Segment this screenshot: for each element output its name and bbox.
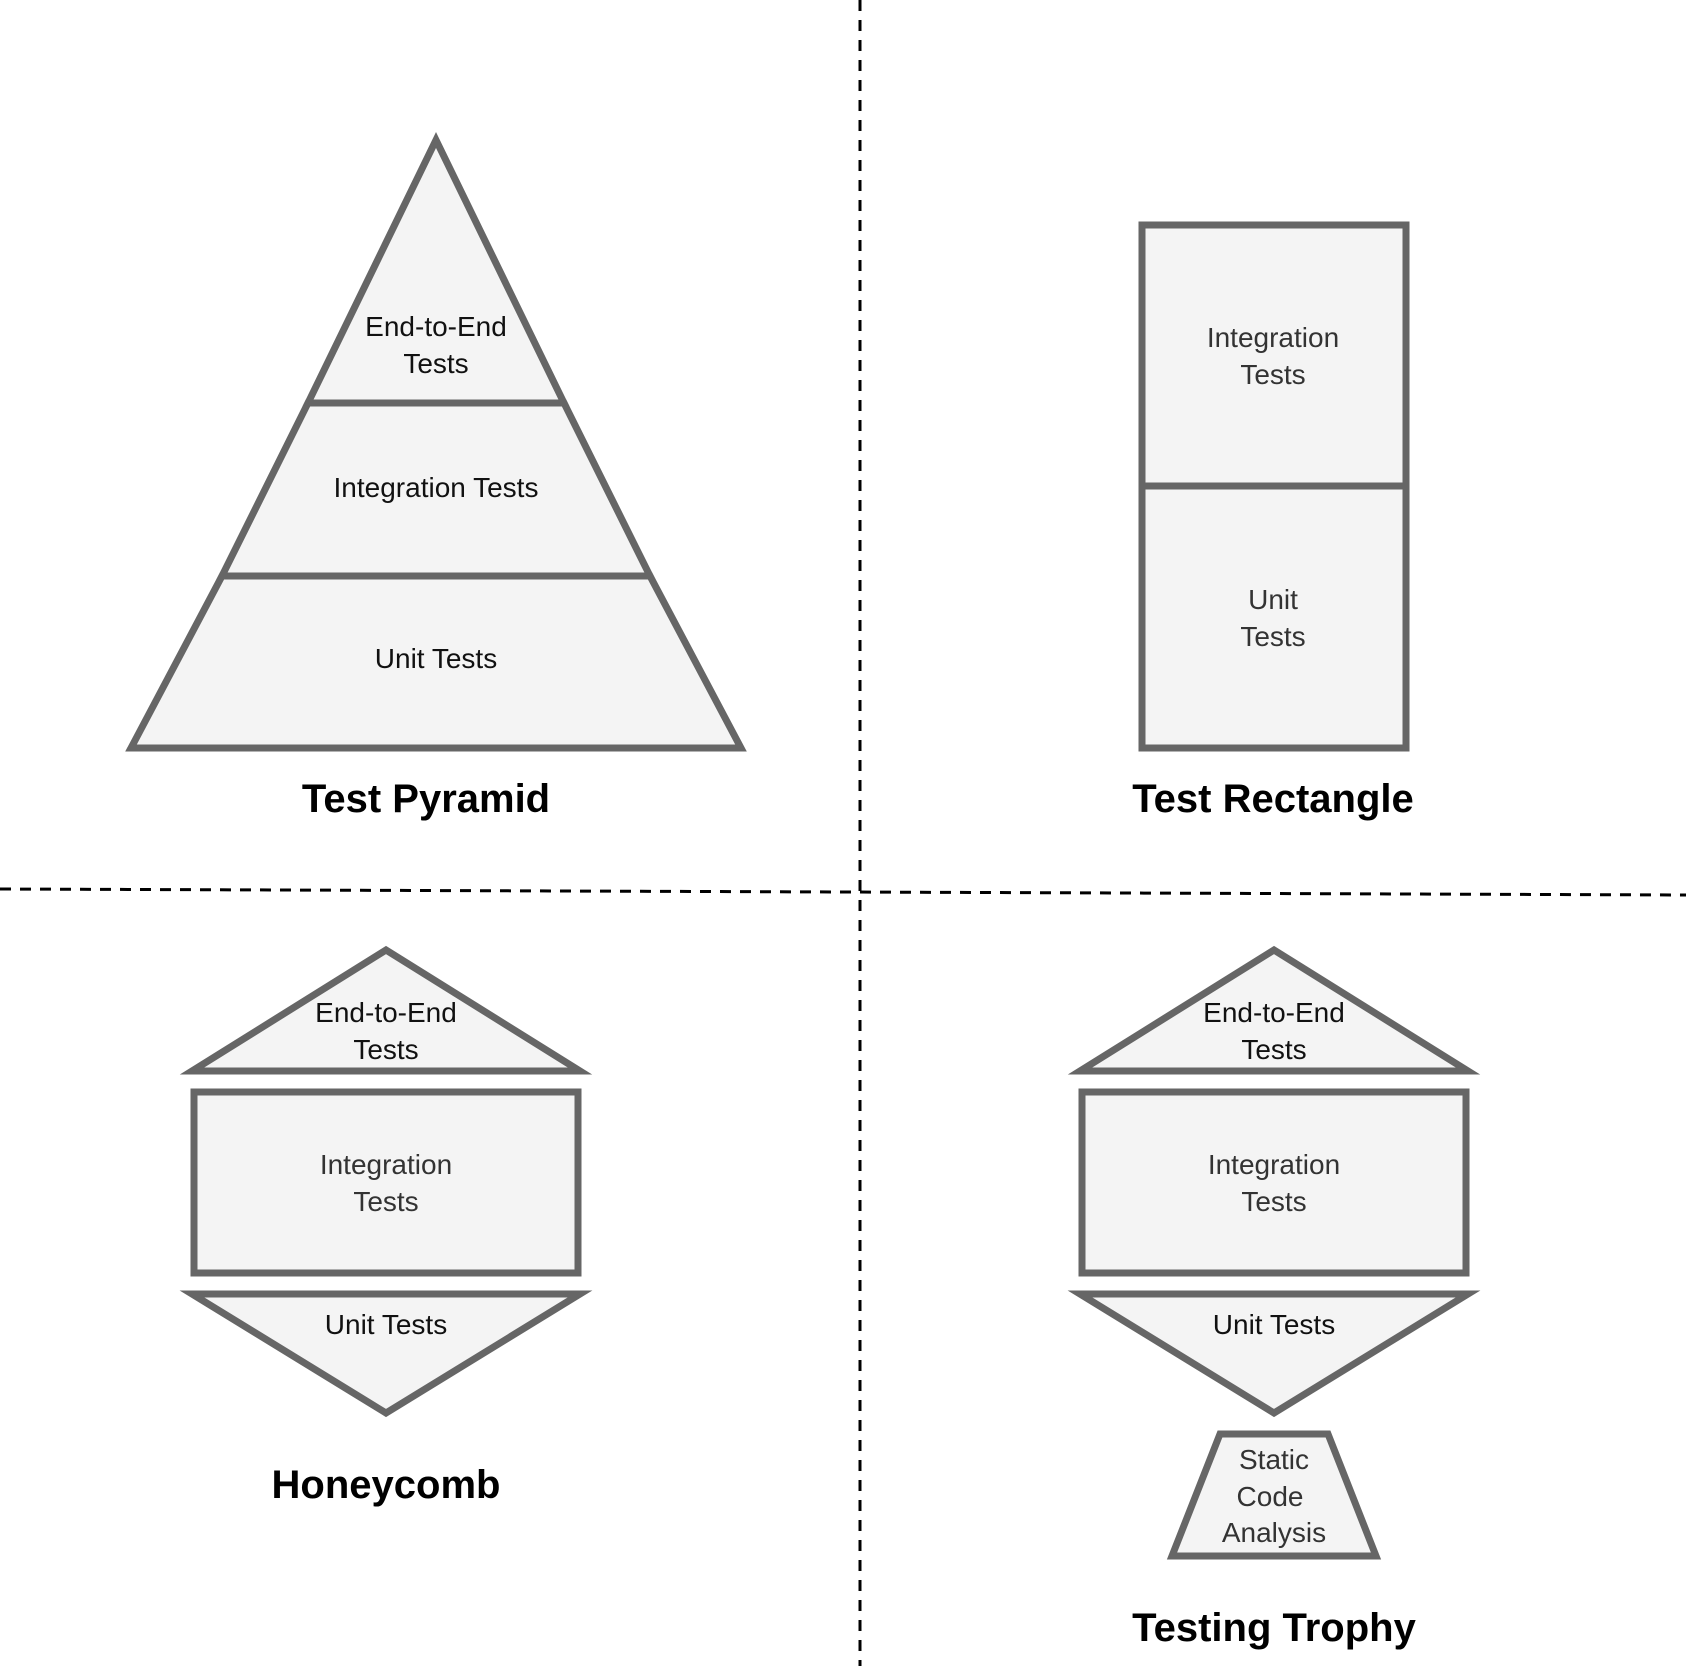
horizontal-divider [0, 887, 1686, 897]
trophy-e2e-label-line1: End-to-End [1203, 997, 1345, 1028]
honeycomb-unit-label: Unit Tests [325, 1309, 447, 1340]
honeycomb-e2e-label-line1: End-to-End [315, 997, 457, 1028]
trophy-e2e-label-line2: Tests [1241, 1034, 1306, 1065]
pyramid-unit-layer [125, 572, 747, 752]
honeycomb-e2e-label-line2: Tests [353, 1034, 418, 1065]
honeycomb-integration-label-line1: Integration [320, 1149, 452, 1180]
rectangle-integration-block [1138, 221, 1410, 490]
rectangle-integration-label-line2: Tests [1240, 359, 1305, 390]
trophy-static-label-line3: Analysis [1222, 1517, 1326, 1548]
honeycomb-title: Honeycomb [272, 1463, 501, 1507]
pyramid-integration-label: Integration Tests [334, 472, 539, 503]
honeycomb-e2e-triangle [179, 945, 593, 1075]
rectangle-unit-block [1138, 482, 1410, 752]
pyramid-unit-label: Unit Tests [375, 643, 497, 674]
trophy-e2e-triangle [1067, 945, 1481, 1075]
rectangle-unit-label-line2: Tests [1240, 621, 1305, 652]
trophy-static-label-line1: Static [1239, 1444, 1309, 1475]
honeycomb-integration-label-line2: Tests [353, 1186, 418, 1217]
honeycomb-integration-block [190, 1088, 582, 1277]
trophy-static-analysis-base [1166, 1430, 1382, 1560]
honeycomb: End-to-End Tests Integration Tests Unit … [179, 945, 593, 1507]
testing-trophy: End-to-End Tests Integration Tests Unit … [1067, 945, 1481, 1650]
pyramid-title: Test Pyramid [302, 777, 550, 821]
rectangle-unit-label-line1: Unit [1248, 584, 1298, 615]
trophy-unit-label: Unit Tests [1213, 1309, 1335, 1340]
honeycomb-unit-triangle [179, 1290, 593, 1418]
trophy-integration-label-line2: Tests [1241, 1186, 1306, 1217]
pyramid-e2e-label-line2: Tests [403, 348, 468, 379]
trophy-integration-block [1078, 1088, 1470, 1277]
rectangle-integration-label-line1: Integration [1207, 322, 1339, 353]
trophy-unit-triangle [1067, 1290, 1481, 1418]
test-pyramid: End-to-End Tests Integration Tests Unit … [125, 132, 747, 821]
rectangle-title: Test Rectangle [1132, 777, 1414, 821]
trophy-integration-label-line1: Integration [1208, 1149, 1340, 1180]
pyramid-e2e-label-line1: End-to-End [365, 311, 507, 342]
trophy-title: Testing Trophy [1132, 1606, 1416, 1650]
test-rectangle: Integration Tests Unit Tests Test Rectan… [1132, 221, 1414, 821]
trophy-static-label-line2: Code [1237, 1481, 1304, 1512]
